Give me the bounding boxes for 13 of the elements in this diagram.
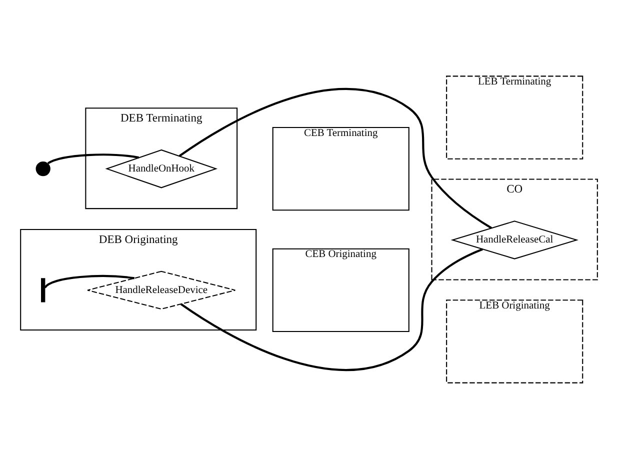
node-bar [41,278,46,302]
connector [44,274,135,288]
node-diamond: HandleReleaseCal [450,220,578,259]
node-diamond: HandleOnHook [105,148,218,188]
node-box: CEB Originating [272,248,410,332]
node-box: CEB Terminating [272,126,410,210]
connector [48,153,139,164]
node-circle [36,160,50,176]
connector [178,88,492,228]
connector [180,248,483,370]
node-box: LEB Terminating [446,75,584,159]
node-diamond: HandleReleaseDevice [87,270,236,310]
node-box: LEB Originating [446,299,584,383]
